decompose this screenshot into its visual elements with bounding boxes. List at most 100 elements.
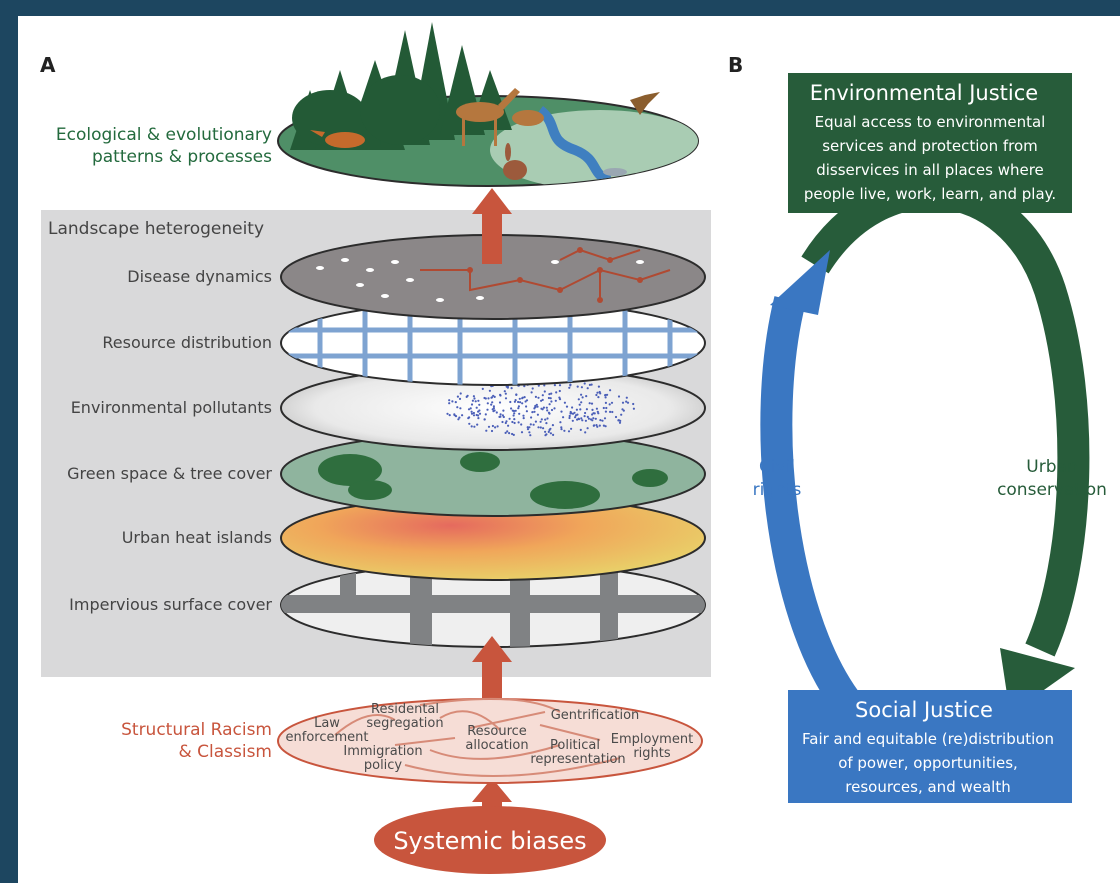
pollutant-dot <box>546 409 549 412</box>
pollutant-dot <box>476 423 479 426</box>
civil-rights-arrow <box>760 250 859 710</box>
pollutant-dot <box>594 417 597 420</box>
pollutant-dot <box>565 405 569 408</box>
pollutant-dot <box>512 414 515 417</box>
pollutant-dot <box>499 393 502 396</box>
pollutant-dot <box>584 431 587 434</box>
landscape-title: Landscape heterogeneity <box>48 219 264 239</box>
pollutant-dot <box>539 426 542 429</box>
pollutant-dot <box>459 392 462 395</box>
pollutant-dot <box>586 415 589 418</box>
pollutant-dot <box>541 394 544 397</box>
forest-icon <box>290 22 512 150</box>
layer-label-impervious: Impervious surface cover <box>69 595 272 614</box>
layer-label-resource: Resource distribution <box>102 333 272 352</box>
pollutant-dot <box>512 409 516 413</box>
pollutant-dot <box>504 421 507 425</box>
pollutant-dot <box>459 407 462 410</box>
pollutant-dot <box>456 406 459 409</box>
pollutant-dot <box>491 424 494 428</box>
pollutant-dot <box>510 407 513 410</box>
pollutant-dot <box>548 403 551 406</box>
pollutant-dot <box>614 415 618 419</box>
pollutant-dot <box>545 406 548 409</box>
pollutant-dot <box>496 425 499 428</box>
pollutant-dot <box>560 428 563 431</box>
pollutant-dot <box>514 409 517 412</box>
pollutant-dot <box>537 426 540 429</box>
pollutant-dot <box>591 408 594 411</box>
pollutant-dot <box>519 401 522 404</box>
layer-label-disease: Disease dynamics <box>127 267 272 286</box>
pollutant-dot <box>504 392 507 395</box>
impervious-disc <box>280 562 706 648</box>
pollutant-dot <box>620 413 623 416</box>
pollutant-dot <box>585 395 588 398</box>
pollutant-dot <box>488 389 491 392</box>
pollutant-dot <box>550 408 554 412</box>
pollutant-dot <box>589 418 593 421</box>
pollutant-dot <box>511 420 514 424</box>
pollutant-dot <box>576 385 579 388</box>
pollutant-dot <box>542 427 545 430</box>
node-seg-2: segregation <box>366 716 443 731</box>
pollutant-dot <box>534 420 538 423</box>
pollutant-dot <box>520 431 524 434</box>
rabbit-icon <box>503 143 527 180</box>
pollutant-dot <box>618 421 622 424</box>
pollutant-dot <box>583 382 586 385</box>
pollutant-dot <box>544 434 547 437</box>
pollutant-dot <box>573 411 576 414</box>
pollutant-dot <box>522 417 525 420</box>
pollutant-dot <box>501 420 504 424</box>
env-line-2: services and protection from <box>822 137 1038 155</box>
pollutant-dot <box>547 430 550 433</box>
environmental-justice-box <box>788 73 1072 213</box>
pollutant-dot <box>506 430 509 433</box>
layer-label-pollutants: Environmental pollutants <box>71 398 272 417</box>
pollutant-dot <box>478 403 481 406</box>
urban-conservation-label-2: conservation <box>997 480 1107 500</box>
pollutant-dot <box>467 408 471 411</box>
layer-label-heat: Urban heat islands <box>122 528 272 547</box>
pollutant-dot <box>526 428 530 431</box>
bird-icon <box>630 92 660 115</box>
pollutant-dot <box>577 417 580 420</box>
pollutant-dot <box>494 426 497 429</box>
pollutant-dot <box>454 415 458 418</box>
pollutant-dot <box>584 419 588 422</box>
pollutant-dot <box>544 430 547 433</box>
social-line-2: of power, opportunities, <box>838 754 1018 772</box>
pollutant-dot <box>605 406 608 410</box>
pollutant-dot <box>491 401 494 404</box>
pollutant-dot <box>592 417 595 420</box>
pollutant-dot <box>583 415 586 418</box>
pollutant-dot <box>529 434 532 437</box>
social-line-3: resources, and wealth <box>845 778 1010 796</box>
pollutant-dot <box>517 407 520 410</box>
pollutant-dot <box>541 408 544 411</box>
pollutant-dot <box>550 392 553 395</box>
pollutant-dot <box>551 424 555 427</box>
pollutant-dot <box>477 410 480 413</box>
pollutant-dot <box>574 416 577 419</box>
pollutant-dot <box>470 403 474 406</box>
pollutant-dot <box>617 395 621 398</box>
pollutant-dot <box>596 425 599 428</box>
pollutant-dot <box>575 408 579 411</box>
pollutant-dot <box>508 432 511 435</box>
pollutant-dot <box>601 419 604 422</box>
pollutant-dot <box>622 409 625 412</box>
pollutant-dot <box>457 418 460 421</box>
pollutant-dot <box>568 386 571 389</box>
node-seg-1: Residental <box>371 702 439 717</box>
pollutant-dot <box>465 395 468 398</box>
pollutant-dot <box>472 395 475 398</box>
arrow-layers-to-ecology <box>472 188 512 264</box>
pollutant-dot <box>487 425 491 428</box>
pollutant-dot <box>510 432 514 436</box>
pollutant-dot <box>581 419 584 422</box>
pollutant-dot <box>474 400 477 403</box>
pollutant-dot <box>584 411 587 415</box>
pollutant-dot <box>472 411 475 415</box>
